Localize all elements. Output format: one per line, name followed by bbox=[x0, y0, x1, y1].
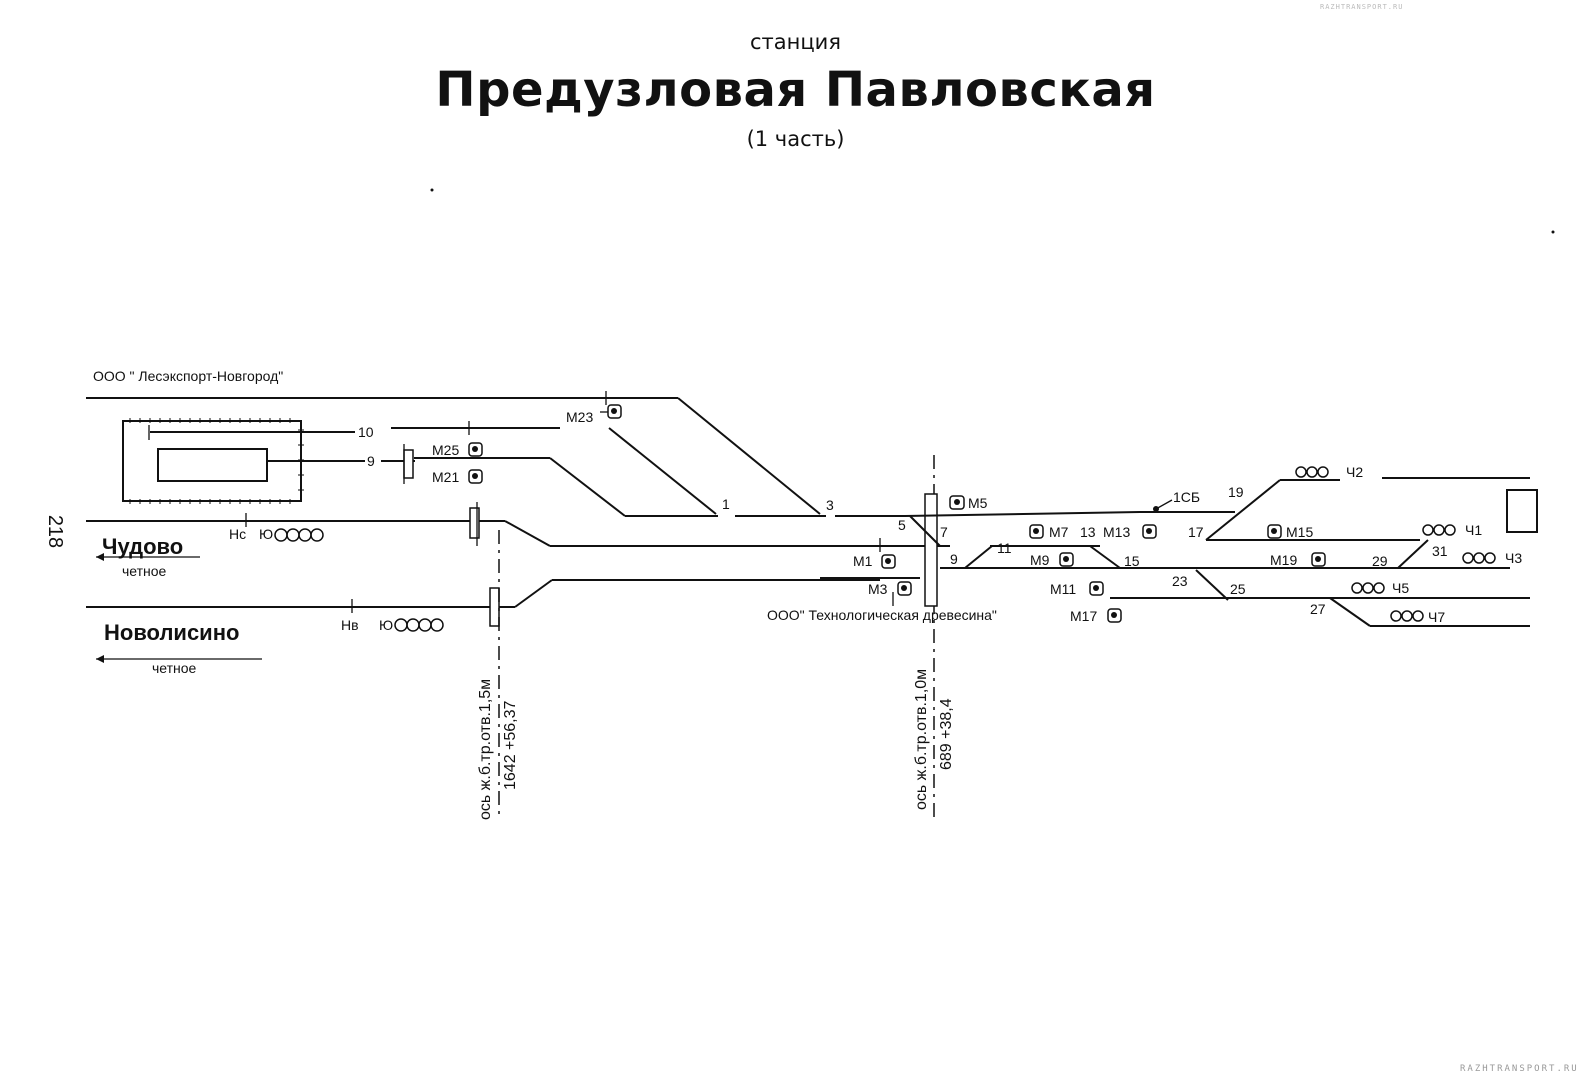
signal-m17-icon bbox=[1107, 608, 1122, 623]
main-curve-chudovo bbox=[504, 520, 551, 547]
track-number-9: 9 bbox=[367, 453, 375, 469]
signal-label-m19: М19 bbox=[1270, 552, 1297, 568]
crossover-5-7 bbox=[909, 515, 941, 547]
signal-label-1sb: 1СБ bbox=[1173, 489, 1200, 505]
track-9-connector bbox=[549, 457, 626, 517]
switch-11: 11 bbox=[997, 540, 1012, 556]
signal-label-ch3: Ч3 bbox=[1505, 550, 1522, 566]
signal-m9-icon bbox=[1059, 552, 1074, 567]
crossover-27 bbox=[1329, 597, 1371, 627]
switch-29: 29 bbox=[1372, 553, 1388, 569]
switch-7: 7 bbox=[940, 524, 948, 540]
signal-label-m25: М25 bbox=[432, 442, 459, 458]
svg-text:Ю: Ю bbox=[379, 617, 393, 633]
signal-nv-icon: Ю bbox=[379, 617, 444, 633]
signal-m11-icon bbox=[1089, 581, 1104, 596]
signal-label-ch7: Ч7 bbox=[1428, 609, 1445, 625]
warehouse bbox=[157, 448, 268, 482]
axis-km-1: 1642 +56,37 bbox=[502, 700, 519, 790]
signal-nc-icon: Ю bbox=[259, 526, 324, 542]
track-m5 bbox=[904, 511, 1141, 517]
m23-track bbox=[608, 427, 717, 515]
switch-19: 19 bbox=[1228, 484, 1244, 500]
switch-5: 5 bbox=[898, 517, 906, 533]
siding-connector bbox=[677, 397, 821, 515]
main-curve-novolisino bbox=[514, 579, 553, 608]
page-title: Предузловая Павловская bbox=[435, 62, 1156, 118]
derailer bbox=[403, 449, 414, 479]
signal-ch5-icon bbox=[1351, 582, 1385, 594]
signal-label-ch2: Ч2 bbox=[1346, 464, 1363, 480]
part-label: (1 часть) bbox=[746, 127, 845, 151]
switch-15: 15 bbox=[1124, 553, 1140, 569]
signal-label-m21: М21 bbox=[432, 469, 459, 485]
signal-m19-icon bbox=[1311, 552, 1326, 567]
switch-17: 17 bbox=[1188, 524, 1204, 540]
subtitle: станция bbox=[750, 30, 841, 54]
signal-label-nc: Нс bbox=[229, 526, 246, 542]
signal-m3-icon bbox=[897, 581, 912, 596]
signal-m13-icon bbox=[1142, 524, 1157, 539]
yard-hatching bbox=[129, 418, 304, 504]
signal-m25-icon bbox=[468, 442, 483, 457]
signal-label-m3: М3 bbox=[868, 581, 888, 597]
switch-23: 23 bbox=[1172, 573, 1188, 589]
svg-text:Ю: Ю bbox=[259, 526, 273, 542]
signal-label-m13: М13 bbox=[1103, 524, 1130, 540]
bridge-marker-2 bbox=[489, 587, 500, 627]
watermark-bottom: RAZHTRANSPORT.RU bbox=[1460, 1064, 1579, 1074]
axis-text-2: ось ж.б.тр.отв.1,0м bbox=[913, 669, 930, 810]
signal-label-m9: М9 bbox=[1030, 552, 1050, 568]
crossover-13-15 bbox=[1089, 545, 1121, 569]
switch-31: 31 bbox=[1432, 543, 1448, 559]
switch-9: 9 bbox=[950, 551, 958, 567]
direction-novolisino: Новолисино bbox=[104, 620, 239, 645]
bridge-marker-1 bbox=[469, 507, 480, 539]
crossover-23-25 bbox=[1195, 569, 1229, 601]
crossover-29-31 bbox=[1397, 539, 1429, 569]
direction-chudovo: Чудово bbox=[102, 534, 183, 559]
axis-text-1: ось ж.б.тр.отв.1,5м bbox=[477, 679, 494, 820]
watermark-top: RAZHTRANSPORT.RU bbox=[1320, 3, 1404, 11]
signal-m23-icon bbox=[600, 404, 622, 419]
crossover-9-11 bbox=[964, 545, 993, 569]
signal-m7-icon bbox=[1029, 524, 1044, 539]
signal-label-m7: М7 bbox=[1049, 524, 1069, 540]
signal-m1-icon bbox=[881, 554, 896, 569]
track-number-10: 10 bbox=[358, 424, 374, 440]
switch-1: 1 bbox=[722, 496, 730, 512]
switch-25: 25 bbox=[1230, 581, 1246, 597]
bridge-marker-3 bbox=[924, 493, 938, 607]
signal-label-m15: М15 bbox=[1286, 524, 1313, 540]
platform-edge bbox=[1506, 489, 1538, 533]
siding-label-top: ООО " Лесэкспорт-Новгород" bbox=[93, 368, 283, 384]
crossover-17-19 bbox=[1205, 479, 1281, 541]
signal-ch1-icon bbox=[1422, 524, 1456, 536]
switch-3: 3 bbox=[826, 497, 834, 513]
switch-13: 13 bbox=[1080, 524, 1096, 540]
axis-km-2: 689 +38,4 bbox=[938, 698, 955, 770]
signal-label-ch1: Ч1 bbox=[1465, 522, 1482, 538]
signal-label-nv: Нв bbox=[341, 617, 359, 633]
signal-label-m1: М1 bbox=[853, 553, 873, 569]
signal-ch2-icon bbox=[1295, 466, 1329, 478]
signal-label-m5: М5 bbox=[968, 495, 988, 511]
switch-27: 27 bbox=[1310, 601, 1326, 617]
direction-sub-chudovo: четное bbox=[122, 563, 167, 579]
direction-sub-novolisino: четное bbox=[152, 660, 197, 676]
signal-label-m11: М11 bbox=[1050, 581, 1076, 597]
siding-label-bottom: ООО" Технологическая древесина" bbox=[767, 607, 997, 623]
signal-label-m17: М17 bbox=[1070, 608, 1097, 624]
signal-ch3-icon bbox=[1462, 552, 1496, 564]
signal-m15-icon bbox=[1267, 524, 1282, 539]
signal-m5-icon bbox=[949, 495, 965, 510]
signal-m21-icon bbox=[468, 469, 483, 484]
signal-label-ch5: Ч5 bbox=[1392, 580, 1409, 596]
signal-ch7-icon bbox=[1390, 610, 1424, 622]
signal-label-m23: М23 bbox=[566, 409, 593, 425]
